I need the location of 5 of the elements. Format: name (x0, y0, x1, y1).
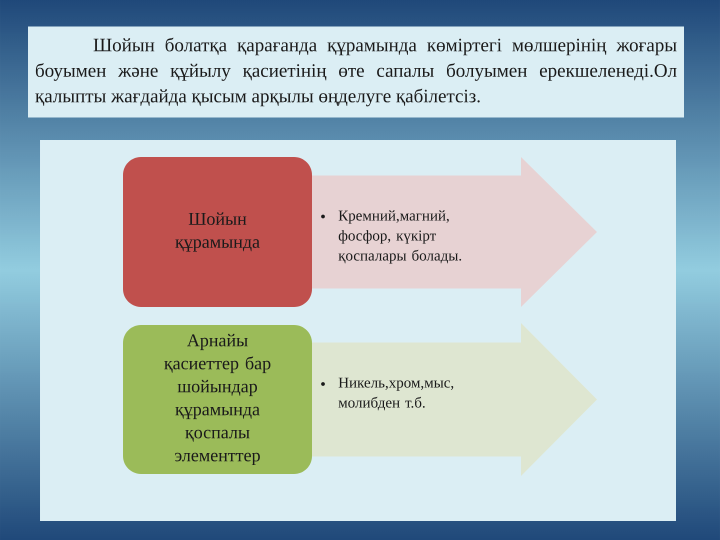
text-box: Шойын болатқа қарағанда құрамында көміртегі мөлшерінің жоғары боуымен және құйылу қасиетінің өте сапалы болуымен ерекшеленеді.Ол қалыпты жағдайда қысым арқылы өңделуге қабілетсіз. (28, 26, 684, 118)
arrow-box: Никель,хром,мыс, молибден т.б. (312, 323, 597, 476)
arrow-box: Кремний,магний, фосфор, күкірт қоспалары болады. (312, 157, 597, 307)
category-box: Шойын құрамында (123, 157, 312, 307)
category-box: Арнайы қасиеттер бар шойындар құрамында қоспалы элементтер (123, 325, 312, 474)
